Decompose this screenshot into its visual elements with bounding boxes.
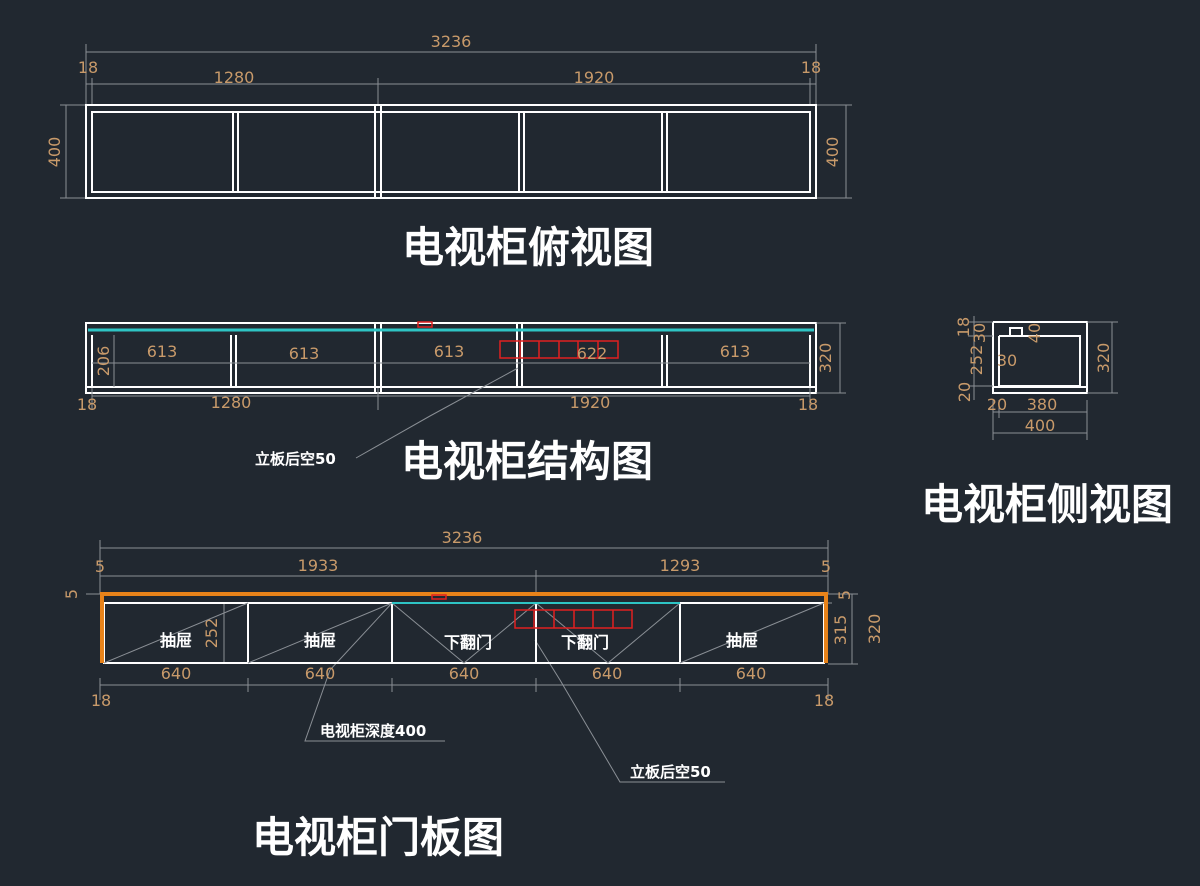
door-width-2: 640 [305,664,336,683]
title-structure: 电视柜结构图 [401,437,653,486]
structure-bottom-right-end: 18 [798,395,818,414]
door-label-4: 下翻门 [561,633,609,652]
door-dim-left-top: 5 [62,589,81,599]
structure-span-4: 622 [577,344,608,363]
door-dim-height: 320 [865,614,884,645]
door-open-lines [103,602,825,664]
top-view-outline [85,104,817,199]
structure-bottom-left-span: 1280 [211,393,252,412]
title-top-view: 电视柜俯视图 [402,223,654,272]
side-dim-gap: 30 [970,323,989,343]
structure-red-hinge [499,340,619,359]
door-dim-bottom-left: 18 [91,691,111,710]
title-side-view: 电视柜侧视图 [921,480,1173,529]
door-dim-door-height: 315 [831,615,850,646]
side-dim-inner: 252 [967,345,986,376]
door-dim-left-span: 1933 [298,556,339,575]
structure-height: 320 [816,343,835,374]
door-label-1: 抽屉 [160,631,192,650]
structure-red-mark [417,321,433,328]
side-dim-bottom: 20 [955,382,974,402]
structure-view: 613 613 613 622 613 206 320 18 1280 1920… [77,321,846,486]
side-dim-depth: 400 [1025,416,1056,435]
side-dim-height: 320 [1094,343,1113,374]
door-red-mark [431,594,447,600]
dim-top-right-span: 1920 [574,68,615,87]
dim-top-depth-right: 400 [823,137,842,168]
door-dim-lines [86,540,858,783]
door-width-4: 640 [592,664,623,683]
door-panel-edge [100,592,828,663]
door-width-5: 640 [736,664,767,683]
structure-span-5: 613 [720,342,751,361]
door-width-1: 640 [161,664,192,683]
structure-bottom-left-end: 18 [77,395,97,414]
structure-dim-lines [91,322,846,459]
side-dim-base-left: 20 [987,395,1007,414]
door-dim-right-end: 5 [821,557,831,576]
dim-top-total: 3236 [431,32,472,51]
door-dim-bottom-right: 18 [814,691,834,710]
door-callout-back: 立板后空50 [630,763,711,781]
title-door-panel: 电视柜门板图 [252,813,504,862]
side-dim-inner-small: 30 [997,351,1017,370]
door-label-5: 抽屉 [726,631,758,650]
dim-top-left-end: 18 [78,58,98,77]
structure-inner-height: 206 [94,346,113,377]
structure-span-2: 613 [289,344,320,363]
door-dim-drawer-height: 252 [202,618,221,649]
side-dim-top: 18 [954,317,973,337]
door-label-3: 下翻门 [444,633,492,652]
door-panel-view: 3236 5 1933 1293 5 5 5 252 315 320 640 6… [62,528,884,862]
dim-top-depth-left: 400 [45,137,64,168]
dim-top-left-span: 1280 [214,68,255,87]
top-view: 3236 18 1280 1920 18 400 400 电视柜俯视图 [45,32,852,272]
structure-outline [85,322,817,394]
door-dim-left-end: 5 [95,557,105,576]
door-red-hinge [514,609,633,629]
dim-top-right-end: 18 [801,58,821,77]
door-dim-total: 3236 [442,528,483,547]
structure-callout: 立板后空50 [255,450,336,468]
side-view-dim-lines [968,316,1118,440]
side-view: 18 30 40 252 30 20 320 20 380 400 电视柜侧视图 [921,316,1173,529]
top-view-dim-lines [60,44,852,199]
door-width-3: 640 [449,664,480,683]
side-dim-base-depth: 380 [1027,395,1058,414]
structure-span-3: 613 [434,342,465,361]
side-dim-notch: 40 [1025,323,1044,343]
door-dim-right-span: 1293 [660,556,701,575]
door-dim-right-top: 5 [835,590,854,600]
door-label-2: 抽屉 [304,631,336,650]
door-callout-depth: 电视柜深度400 [320,722,426,740]
structure-span-1: 613 [147,342,178,361]
structure-bottom-right-span: 1920 [570,393,611,412]
